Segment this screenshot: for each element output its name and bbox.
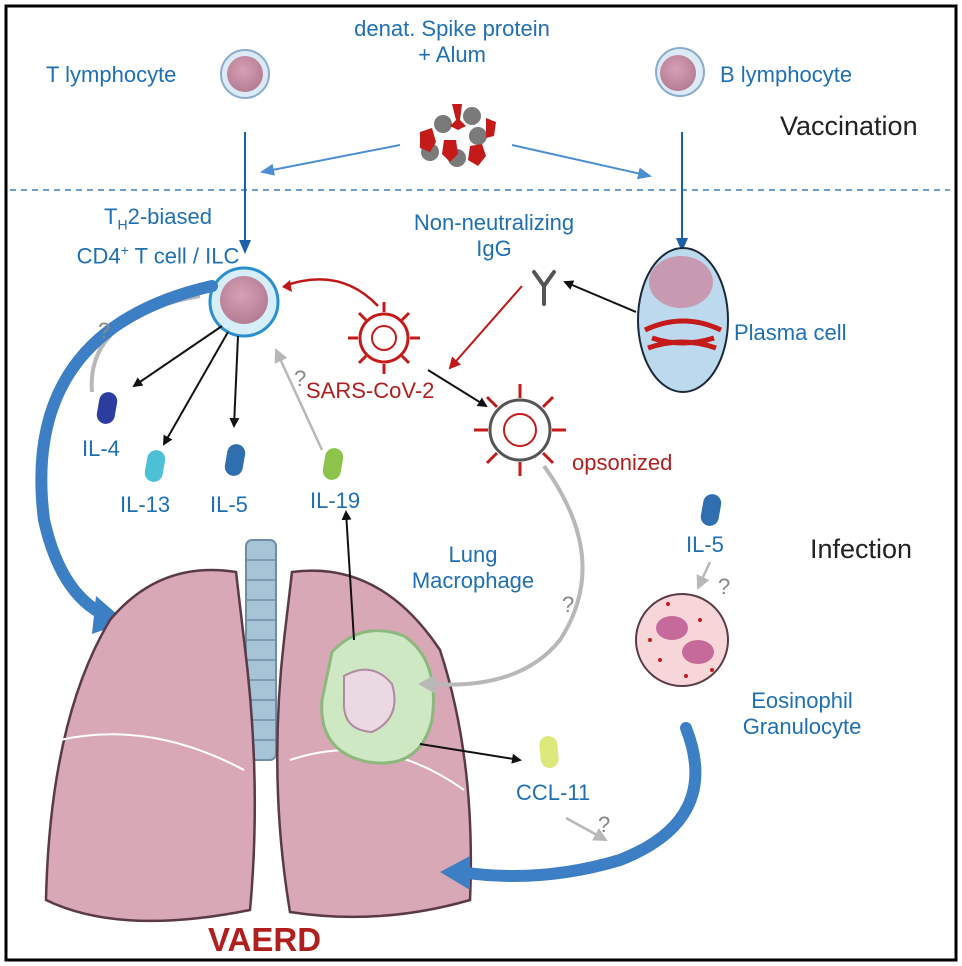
lung-macrophage-line1: Lung	[448, 542, 498, 567]
arrow-eosinophil-to-lungs	[454, 722, 702, 882]
arrow-il19-to-th2	[274, 348, 324, 451]
vaerd-label: VAERD	[208, 921, 322, 958]
arrow-opsonized-to-macrophage	[429, 464, 585, 687]
il19-label: IL-19	[310, 488, 361, 513]
arrow-il5-to-eosinophil	[696, 561, 712, 590]
lung-macrophage-label: Lung Macrophage	[408, 542, 538, 594]
th2-tcell-ilc: T cell / ILC	[128, 243, 240, 269]
virus-icon	[348, 302, 420, 374]
unknown-il5: ?	[718, 574, 731, 599]
arrow-th2-to-il5	[229, 335, 240, 428]
antigen-line2: + Alum	[418, 42, 486, 67]
antigen-label: denat. Spike protein + Alum	[322, 16, 582, 68]
nonneutralizing-igg-label: Non-neutralizing IgG	[384, 210, 604, 262]
il4-label: IL-4	[82, 436, 120, 461]
arrow-antigen-to-tcell	[260, 144, 401, 176]
nonneut-line1: Non-neutralizing	[413, 210, 575, 235]
arrow-th2-to-il13	[163, 331, 229, 446]
arrow-th2-to-lungs	[35, 280, 218, 624]
unknown-il4-feedback: ?	[98, 318, 111, 343]
il5-right-label: IL-5	[686, 532, 724, 557]
arrow-macrophage-to-ccl11	[419, 743, 522, 764]
vaccination-label: Vaccination	[780, 111, 918, 141]
il13-label: IL-13	[120, 492, 171, 517]
t-cell-icon	[220, 49, 270, 99]
th2-cell-icon	[208, 266, 280, 338]
macrophage-icon	[320, 629, 435, 765]
unknown-il19-feedback: ?	[294, 366, 307, 391]
infection-label: Infection	[810, 534, 913, 564]
unknown-opsonized: ?	[562, 592, 575, 617]
arrow-ccl11-to-eosinophil	[565, 816, 608, 842]
b-lymphocyte-label: B lymphocyte	[720, 62, 853, 87]
igg-icon	[532, 270, 556, 306]
arrow-plasma-to-igg	[563, 280, 637, 313]
th2-t: T	[104, 204, 118, 229]
opsonized-virus-icon	[474, 384, 566, 476]
eosinophil-line2: Granulocyte	[742, 714, 862, 739]
eosinophil-line1: Eosinophil	[751, 688, 853, 713]
antigen-line1: denat. Spike protein	[354, 16, 550, 41]
lung-macrophage-line2: Macrophage	[411, 568, 535, 593]
th2-sup: +	[120, 242, 129, 259]
arrow-igg-to-virus	[448, 285, 523, 370]
t-lymphocyte-label: T lymphocyte	[46, 62, 177, 87]
arrow-th2-to-virus	[283, 278, 379, 307]
th2-line1: TH2-biased	[38, 204, 278, 237]
eosinophil-label: Eosinophil Granulocyte	[722, 688, 882, 740]
sars-cov2-label: SARS-CoV-2	[306, 378, 435, 403]
th2-line2: CD4+ T cell / ILC	[38, 237, 278, 269]
eosinophil-icon	[635, 593, 729, 687]
arrow-antigen-to-bcell	[511, 144, 652, 180]
plasma-cell-icon	[637, 247, 729, 393]
th2-sub: H	[117, 216, 128, 233]
spike-alum-icon	[420, 104, 496, 167]
th2-label: TH2-biased CD4+ T cell / ILC	[38, 204, 278, 270]
il5-left-label: IL-5	[210, 492, 248, 517]
th2-biased: 2-biased	[127, 204, 212, 229]
nonneut-line2: IgG	[476, 236, 512, 261]
cytokine-icon	[96, 392, 722, 768]
unknown-ccl11: ?	[598, 812, 611, 837]
plasma-cell-label: Plasma cell	[734, 320, 847, 345]
arrow-virus-to-opsonized	[427, 369, 488, 408]
b-cell-icon	[655, 47, 705, 97]
arrow-th2-to-il4	[132, 325, 223, 388]
arrow-macrophage-to-il19	[341, 510, 355, 641]
ccl11-label: CCL-11	[516, 780, 591, 805]
th2-cd4: CD4	[76, 243, 121, 269]
opsonized-label: opsonized	[572, 450, 673, 475]
